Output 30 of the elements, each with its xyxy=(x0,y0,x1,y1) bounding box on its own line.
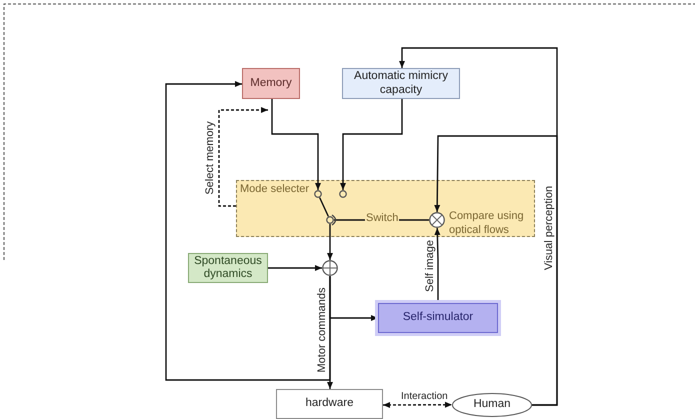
arrow xyxy=(218,107,268,207)
process-box xyxy=(378,303,498,333)
arrow xyxy=(434,228,440,303)
edge-label: Interaction xyxy=(400,391,449,402)
arrow xyxy=(383,402,452,408)
beside-label: Compare using optical flows xyxy=(449,210,525,238)
band-title: Mode selecter xyxy=(240,183,310,196)
edge-label: Motor commands xyxy=(316,286,328,374)
process-box xyxy=(188,253,268,283)
edge-label: Select memory xyxy=(204,120,216,196)
arrow xyxy=(271,99,321,190)
switch-blade xyxy=(319,197,329,217)
process-box xyxy=(242,68,300,99)
process-box xyxy=(276,389,383,419)
node-label: Spontaneous dynamics xyxy=(193,254,263,282)
node-label: Automatic mimicry capacity xyxy=(353,70,449,97)
node-label: Self-simulator xyxy=(402,311,474,325)
edge-label: Switch xyxy=(365,212,400,224)
arrow xyxy=(165,81,331,381)
node-label: Human xyxy=(473,398,511,412)
mode-selector-band xyxy=(236,180,535,237)
edge-label: Visual perception xyxy=(542,184,556,272)
arrow xyxy=(327,224,333,260)
arrow xyxy=(340,99,403,190)
node-label: hardware xyxy=(306,397,354,411)
edge-label: Self image xyxy=(424,239,436,293)
process-box xyxy=(342,68,460,99)
arrow xyxy=(268,265,322,271)
node-label: Memory xyxy=(250,76,292,90)
arrow xyxy=(434,135,558,406)
